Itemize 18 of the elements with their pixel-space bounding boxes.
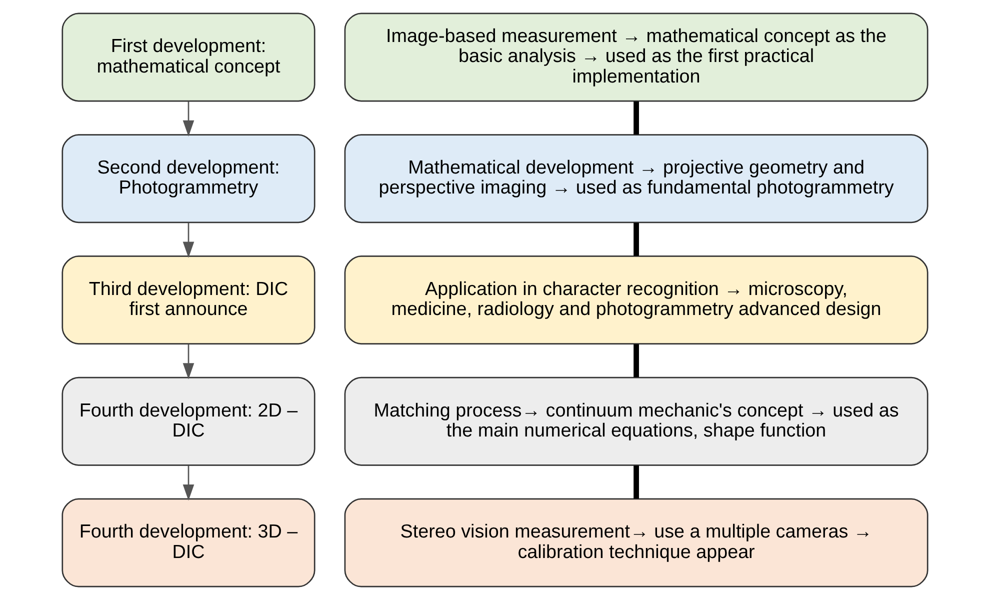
connector	[634, 222, 639, 256]
connector	[634, 101, 639, 134]
connector	[634, 466, 639, 499]
connector	[634, 344, 639, 378]
arrow	[182, 344, 194, 380]
node-box: Matching process→ continuum mechanic's concept → used as the main numerical equations, shape function	[344, 376, 928, 466]
arrow	[182, 466, 194, 501]
node-box: Fourth development: 2D – DIC	[62, 376, 316, 466]
node-box: Image-based measurement → mathematical concept as the basic analysis → used as the first practical implementation	[344, 12, 928, 102]
node-box: Third development: DIC first announce	[62, 256, 316, 344]
arrow	[182, 222, 194, 258]
node-box: Stereo vision measurement→ use a multiple cameras → calibration technique appear	[344, 498, 928, 588]
node-box: Application in character recognition → microscopy, medicine, radiology and photogrammetry advanced design	[344, 256, 928, 344]
node-box: Mathematical development → projective geometry and perspective imaging → used as fundamental photogrammetry	[344, 134, 928, 224]
node-box: First development: mathematical concept	[62, 12, 316, 102]
node-box: Fourth development: 3D – DIC	[62, 498, 316, 588]
arrow	[182, 101, 194, 137]
node-box: Second development: Photogrammetry	[62, 134, 316, 224]
